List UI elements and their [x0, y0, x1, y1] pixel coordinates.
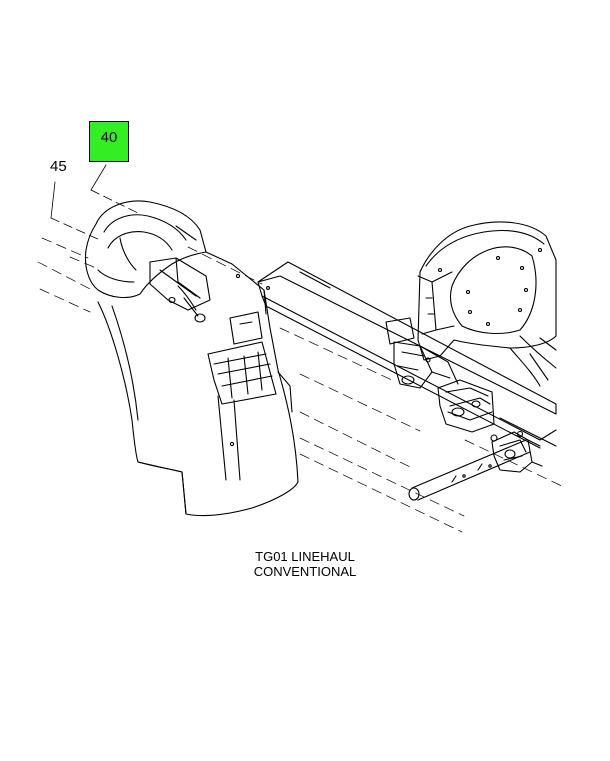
crossmember-tube — [408, 439, 531, 501]
callout-45-label: 45 — [50, 158, 67, 175]
callout-40-label: 40 — [100, 129, 118, 146]
cab-mount-plate — [417, 221, 557, 387]
mount-bracket — [385, 317, 495, 433]
callout-40[interactable]: 40 — [89, 121, 129, 162]
caption-line-1: TG01 LINEHAUL — [255, 549, 355, 564]
leader-line-40 — [90, 164, 141, 215]
air-intake-assembly — [84, 200, 299, 517]
leader-line-45 — [50, 181, 101, 241]
caption-line-2: CONVENTIONAL — [253, 564, 357, 579]
clamp-bracket — [490, 430, 543, 473]
alignment-lines — [37, 237, 567, 533]
callout-45[interactable]: 45 — [50, 159, 67, 174]
diagram-caption: TG01 LINEHAUL CONVENTIONAL — [205, 549, 405, 579]
frame-rail — [257, 261, 557, 449]
